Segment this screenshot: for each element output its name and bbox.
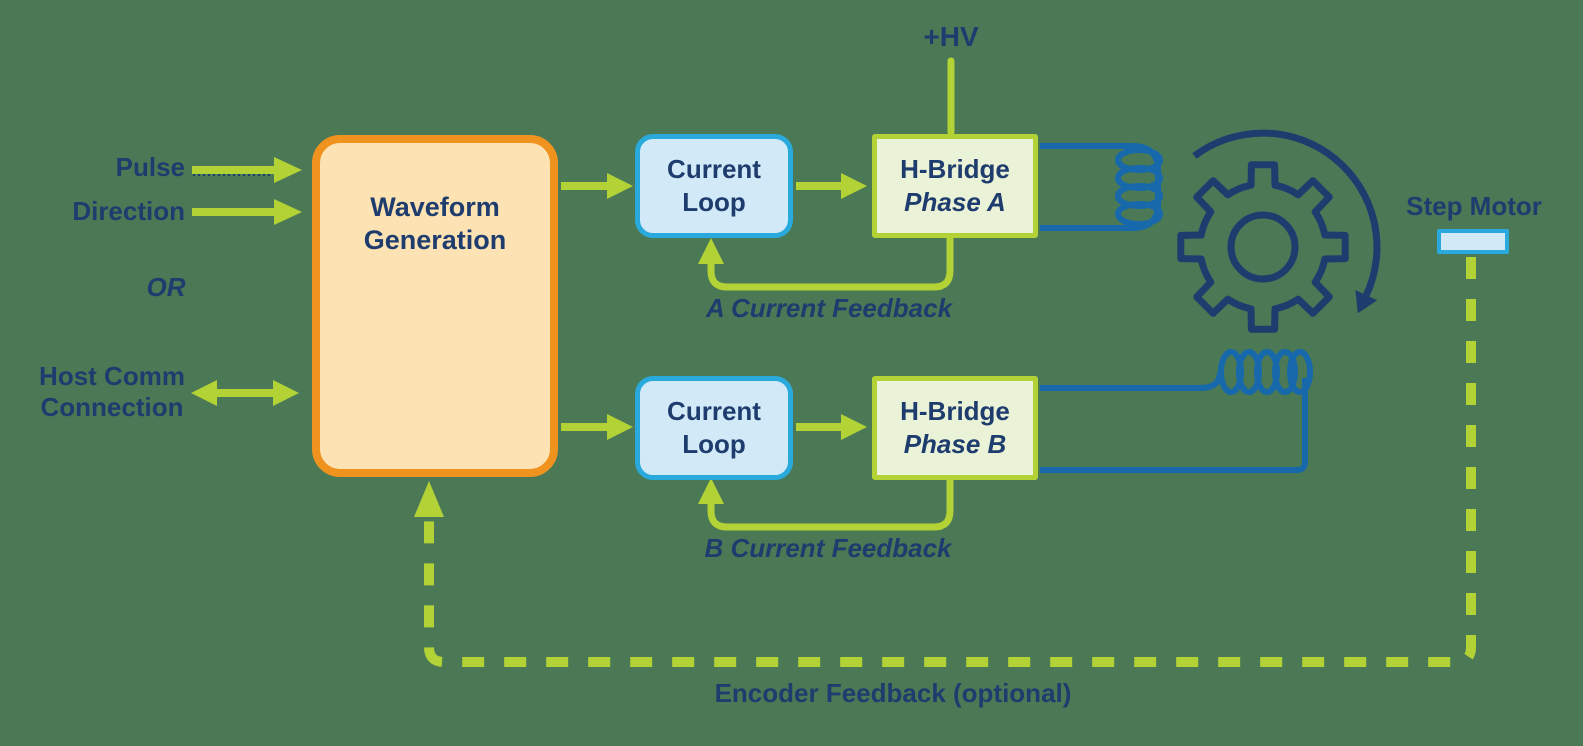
a-current-feedback-label: A Current Feedback xyxy=(705,293,953,323)
or-label: OR xyxy=(146,272,186,302)
rotation-arrow-icon xyxy=(1192,129,1381,314)
gear-icon xyxy=(1177,161,1349,333)
host-comm-double-arrow xyxy=(191,380,299,406)
current-loop-b-line2: Loop xyxy=(682,429,746,459)
b-current-feedback-label: B Current Feedback xyxy=(704,533,952,563)
h-bridge-a-block: H-Bridge Phase A xyxy=(872,134,1038,238)
waveform-generation-block: Waveform Generation xyxy=(312,135,558,477)
current-loop-a-to-h-bridge-a-arrow xyxy=(796,173,867,199)
h-bridge-a-phase: Phase A xyxy=(904,187,1006,217)
phase-a-coil-icon xyxy=(1040,143,1163,231)
waveform-generation-title-line1: Waveform xyxy=(370,192,500,222)
step-motor-label: Step Motor xyxy=(1406,191,1542,221)
host-comm-label: Host Comm Connection xyxy=(12,361,212,423)
encoder-feedback-dashed-path xyxy=(414,257,1476,667)
b-current-feedback-arrow xyxy=(698,478,954,531)
pulse-label: Pulse xyxy=(115,152,185,182)
step-motor-encoder-stub xyxy=(1437,229,1509,254)
phase-b-coil-icon xyxy=(1040,349,1313,473)
h-bridge-b-phase: Phase B xyxy=(903,429,1007,459)
current-loop-a-block: Current Loop xyxy=(635,134,793,238)
a-current-feedback-arrow xyxy=(698,237,954,291)
hv-label: +HV xyxy=(923,21,979,52)
current-loop-b-line1: Current xyxy=(667,396,761,426)
h-bridge-b-title: H-Bridge xyxy=(900,396,1010,426)
host-comm-label-line1: Host Comm xyxy=(39,361,185,391)
direction-arrow xyxy=(192,199,302,225)
encoder-feedback-arrowhead xyxy=(414,481,444,517)
current-loop-b-to-h-bridge-b-arrow xyxy=(796,414,867,440)
direction-label: Direction xyxy=(72,196,185,226)
encoder-feedback-label: Encoder Feedback (optional) xyxy=(714,678,1072,708)
wg-to-current-loop-b-arrow xyxy=(561,414,633,440)
host-comm-label-line2: Connection xyxy=(40,392,184,422)
current-loop-a-line1: Current xyxy=(667,154,761,184)
wg-to-current-loop-a-arrow xyxy=(561,173,633,199)
current-loop-b-block: Current Loop xyxy=(635,376,793,480)
pulse-arrow xyxy=(192,157,302,183)
current-loop-a-line2: Loop xyxy=(682,187,746,217)
h-bridge-a-title: H-Bridge xyxy=(900,154,1010,184)
waveform-generation-title-line2: Generation xyxy=(363,225,507,255)
h-bridge-b-block: H-Bridge Phase B xyxy=(872,376,1038,480)
